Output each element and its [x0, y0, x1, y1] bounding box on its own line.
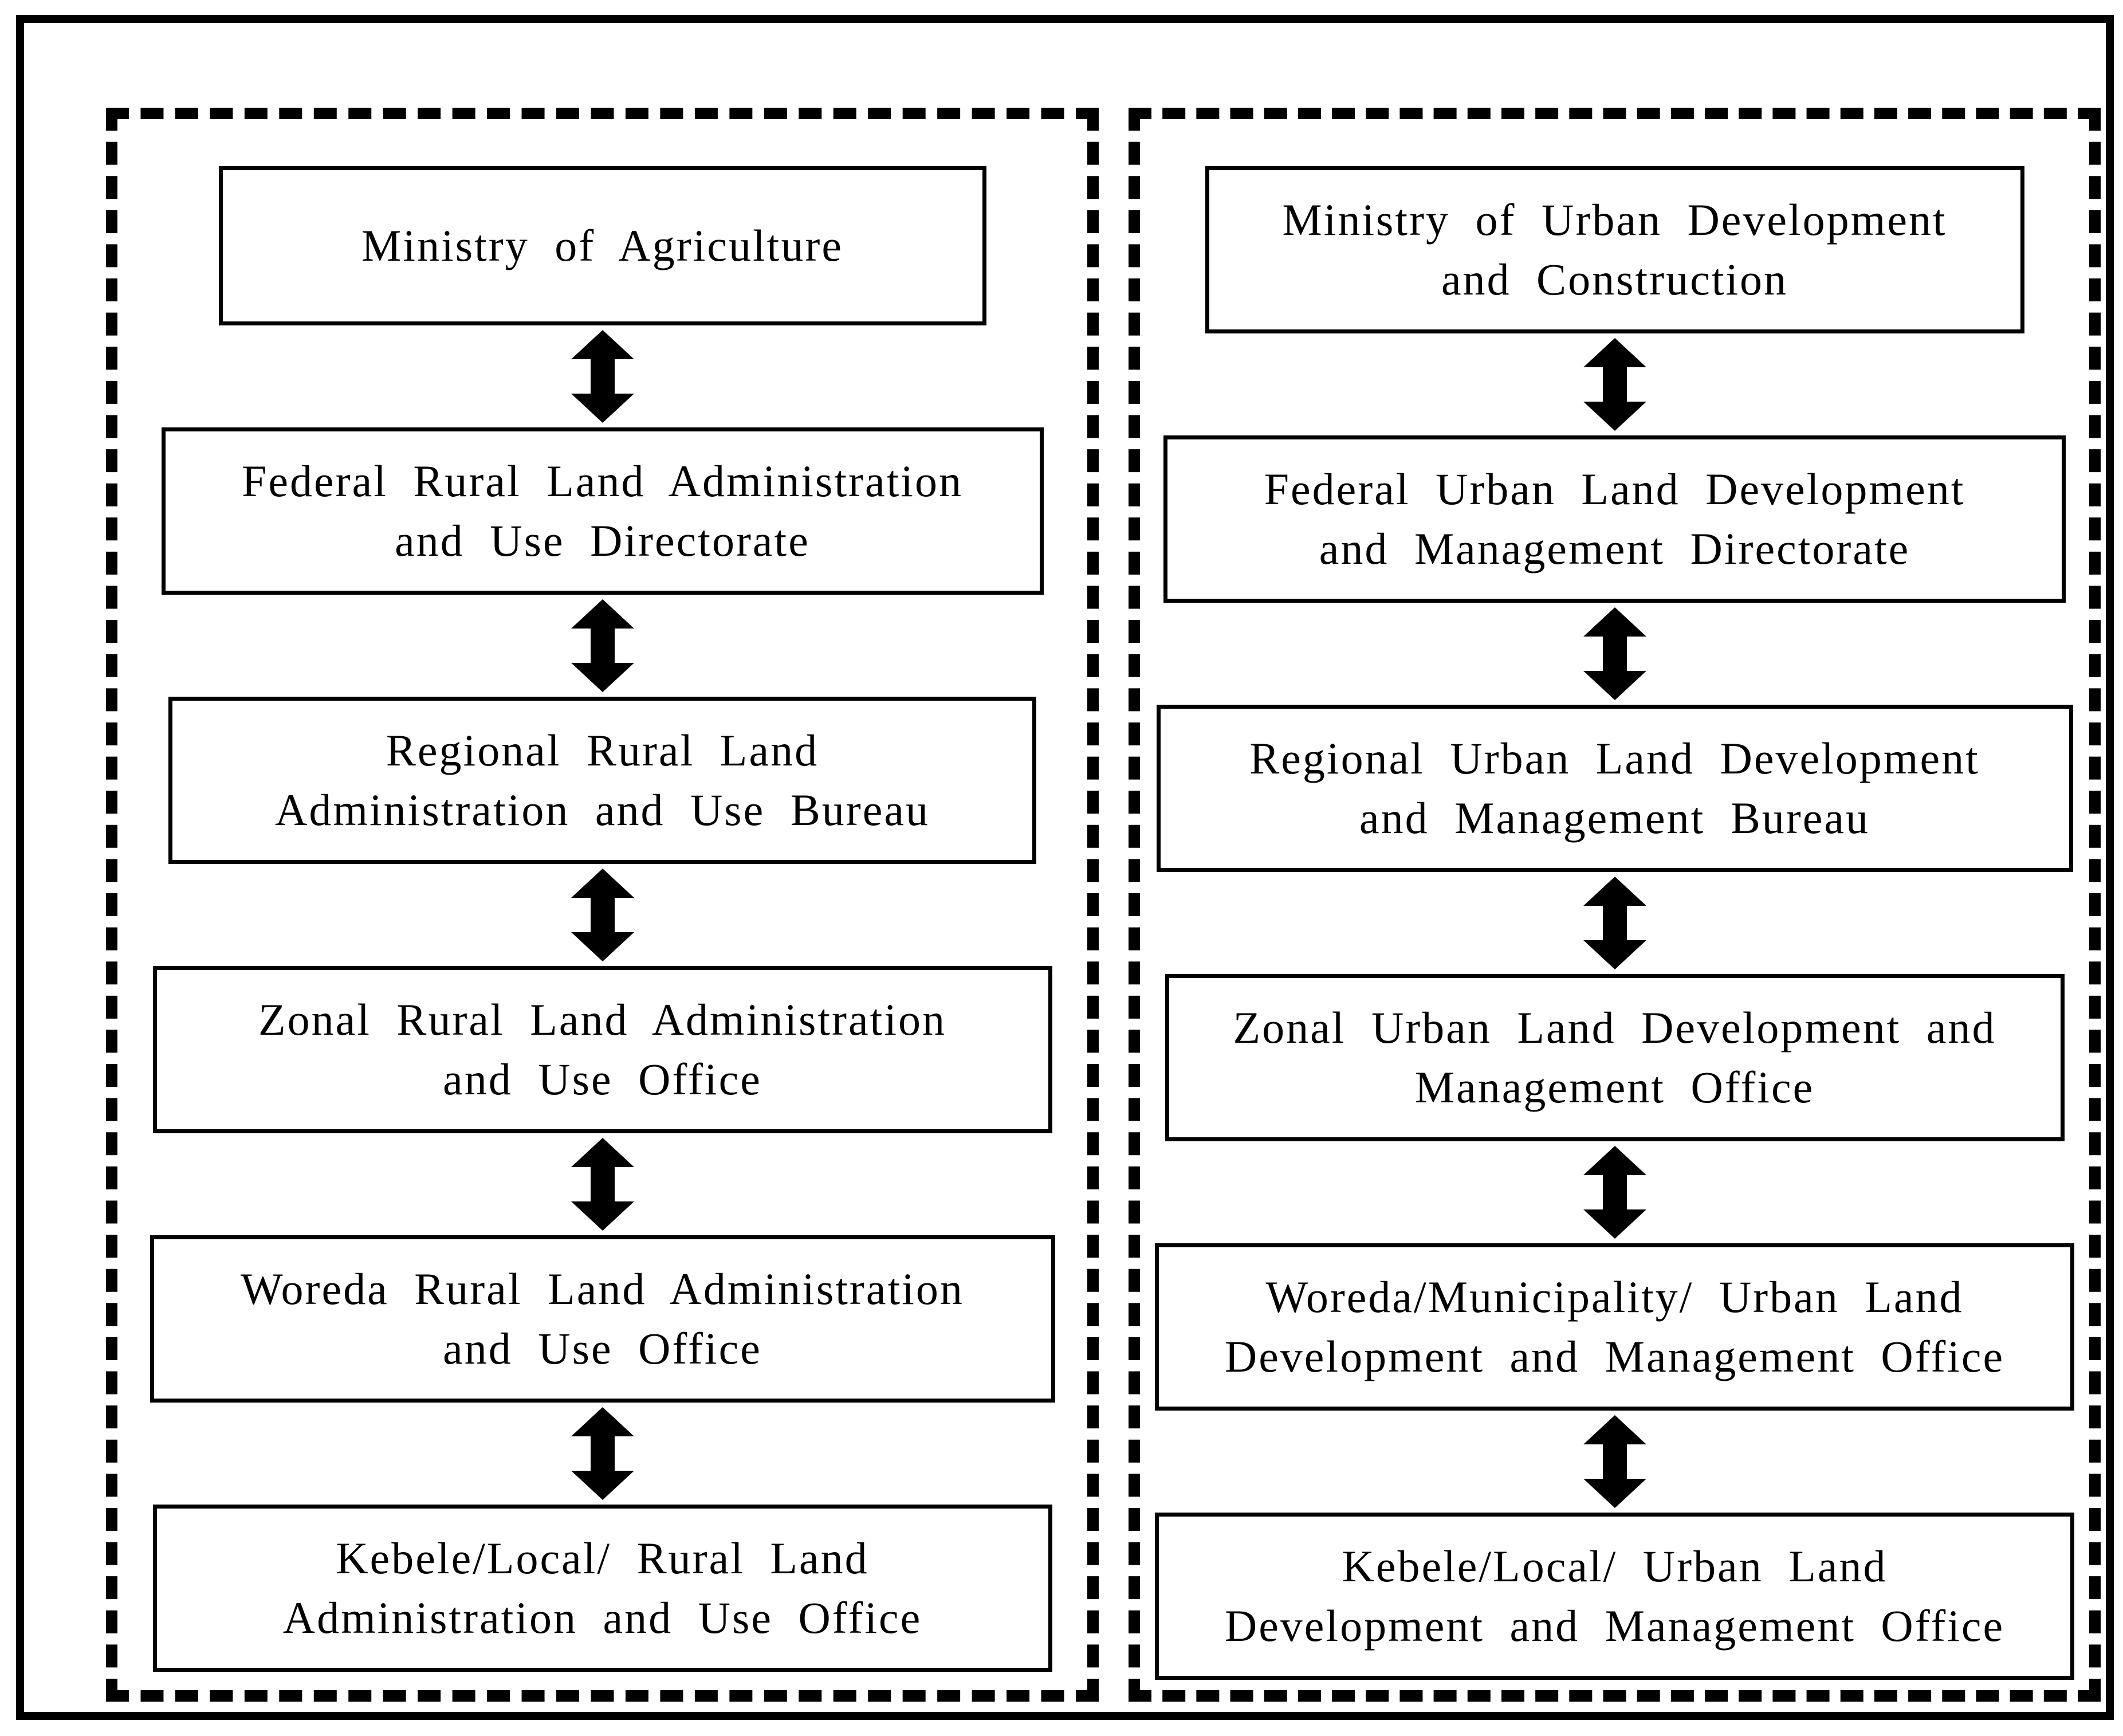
box-label: Management Office: [1414, 1062, 1815, 1112]
box-woreda-rural-land-office: Woreda Rural Land Administration and Use…: [150, 1235, 1055, 1403]
up-down-arrow-icon: [1579, 1144, 1651, 1241]
box-label: Kebele/Local/ Rural Land: [336, 1533, 869, 1583]
box-label: Development and Management Office: [1224, 1601, 2005, 1651]
box-zonal-urban-land-office: Zonal Urban Land Development and Managem…: [1165, 974, 2065, 1141]
box-ministry-of-urban-development: Ministry of Urban Development and Constr…: [1205, 166, 2024, 333]
box-label: Regional Rural Land: [386, 725, 819, 775]
box-federal-urban-land-directorate: Federal Urban Land Development and Manag…: [1163, 435, 2066, 603]
box-label: Woreda Rural Land Administration: [241, 1264, 964, 1314]
box-label: Ministry of Agriculture: [361, 221, 843, 270]
box-woreda-municipality-urban-land-office: Woreda/Municipality/ Urban Land Developm…: [1155, 1243, 2074, 1411]
up-down-arrow-icon: [567, 1136, 639, 1233]
box-federal-rural-land-directorate: Federal Rural Land Administration and Us…: [161, 427, 1044, 595]
up-down-arrow-icon: [1579, 874, 1651, 972]
box-label: Zonal Urban Land Development and: [1233, 1003, 1996, 1052]
box-kebele-urban-land-office: Kebele/Local/ Urban Land Development and…: [1155, 1513, 2074, 1680]
box-label: Federal Urban Land Development: [1264, 464, 1965, 514]
up-down-arrow-icon: [1579, 1413, 1651, 1510]
box-ministry-of-agriculture: Ministry of Agriculture: [218, 166, 986, 325]
up-down-arrow-icon: [567, 1405, 639, 1502]
box-label: and Use Office: [443, 1054, 762, 1104]
box-label: and Management Bureau: [1359, 793, 1870, 843]
box-label: Federal Rural Land Administration: [242, 456, 963, 506]
box-regional-urban-land-bureau: Regional Urban Land Development and Mana…: [1156, 705, 2073, 872]
box-label: and Management Directorate: [1319, 524, 1910, 574]
box-label: Regional Urban Land Development: [1249, 733, 1980, 783]
up-down-arrow-icon: [567, 597, 639, 694]
box-label: Development and Management Office: [1224, 1332, 2005, 1381]
box-label: Zonal Rural Land Administration: [258, 995, 946, 1044]
rural-land-column: Ministry of Agriculture Federal Rural La…: [106, 108, 1099, 1702]
box-label: Kebele/Local/ Urban Land: [1342, 1541, 1888, 1591]
urban-land-column: Ministry of Urban Development and Constr…: [1129, 108, 2101, 1702]
box-label: and Use Directorate: [395, 516, 810, 565]
up-down-arrow-icon: [567, 866, 639, 964]
box-zonal-rural-land-office: Zonal Rural Land Administration and Use …: [152, 966, 1052, 1133]
up-down-arrow-icon: [567, 328, 639, 425]
box-label: Administration and Use Office: [282, 1593, 922, 1643]
box-kebele-rural-land-office: Kebele/Local/ Rural Land Administration …: [152, 1505, 1052, 1672]
box-label: Ministry of Urban Development: [1282, 195, 1947, 245]
box-label: and Construction: [1441, 254, 1788, 304]
outer-frame: Ministry of Agriculture Federal Rural La…: [16, 15, 2114, 1720]
up-down-arrow-icon: [1579, 336, 1651, 433]
box-label: Administration and Use Bureau: [275, 785, 930, 835]
box-label: Woreda/Municipality/ Urban Land: [1265, 1272, 1964, 1322]
up-down-arrow-icon: [1579, 605, 1651, 702]
box-label: and Use Office: [443, 1323, 762, 1373]
box-regional-rural-land-bureau: Regional Rural Land Administration and U…: [168, 697, 1036, 864]
